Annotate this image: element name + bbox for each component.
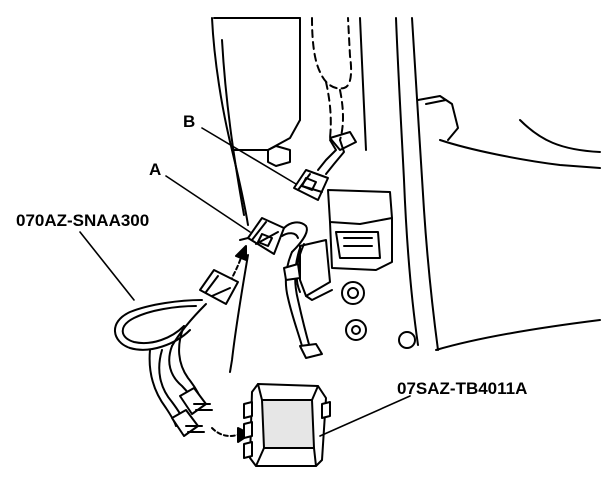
connector-a: [239, 217, 285, 255]
connector-b: [293, 169, 329, 201]
harness-part-number: 070AZ-SNAA300: [16, 211, 150, 230]
arrow-up-icon: [235, 245, 247, 261]
fastener-icon: [341, 281, 365, 305]
callout-a: A: [149, 160, 162, 179]
existing-harness: [311, 17, 353, 175]
module-part-number: 07SAZ-TB4011A: [397, 379, 528, 398]
fastener-icon: [345, 319, 367, 341]
leader-lines: [79, 127, 411, 437]
fastener-icon: [398, 331, 416, 349]
vehicle-wire-run: [281, 221, 323, 359]
vehicle-pillar: [211, 17, 601, 373]
control-module: [243, 383, 331, 467]
callout-b: B: [183, 112, 196, 131]
adapter-harness: [114, 269, 239, 437]
